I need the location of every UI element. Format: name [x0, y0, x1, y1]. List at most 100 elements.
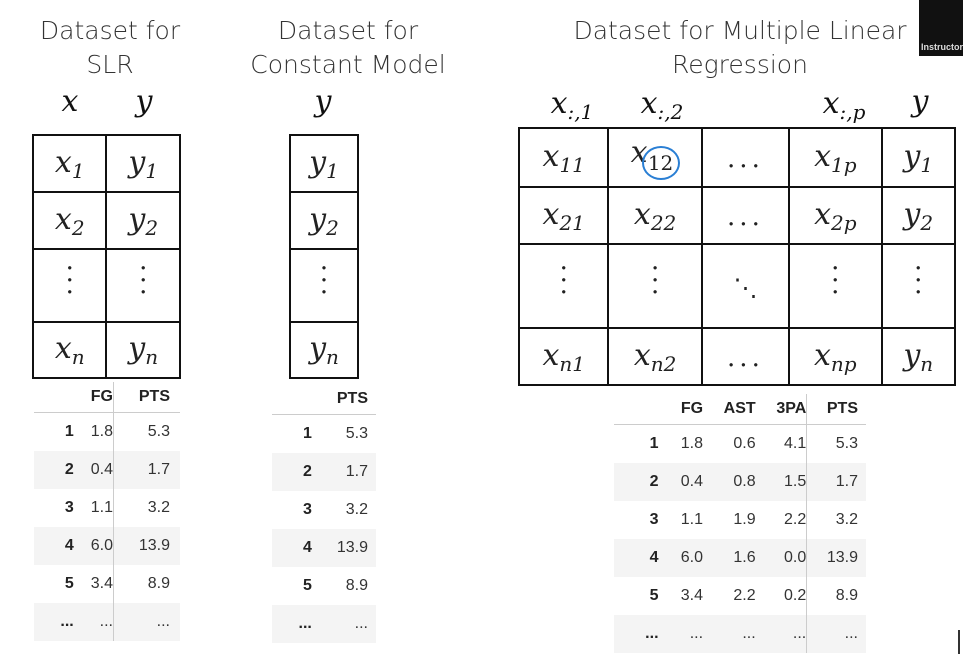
table-row: 2 0.4 1.7 [34, 451, 180, 489]
column-header: 3PA [755, 394, 807, 425]
mlr-cell-xnp: xnp [788, 327, 883, 386]
table-cell: ... [73, 603, 114, 641]
table-row: ... ... [272, 605, 376, 643]
table-cell: 3.2 [112, 489, 180, 527]
table-cell: 0.6 [733, 435, 756, 452]
mlr-x2-header: x:,2 [640, 86, 684, 124]
constant-math-table: y1 y2 ··· yn [289, 134, 359, 379]
table-row: 5 8.9 [272, 567, 376, 605]
mlr-data-table: FG AST 3PA PTS 1 1.8 0.6 4.1 5.3 2 0.4 0… [614, 394, 866, 653]
mlr-cell-hdots: ... [700, 327, 791, 386]
table-cell: 3.2 [806, 501, 866, 539]
table-cell: ... [112, 603, 180, 641]
table-row: 4 6.0 13.9 [34, 527, 180, 565]
mlr-x1-header: x:,1 [550, 86, 594, 124]
row-index: 5 [649, 587, 659, 604]
slr-cell-x2: x2 [31, 191, 108, 250]
slr-x-header: x [61, 84, 79, 119]
mlr-cell-x22: x22 [607, 186, 703, 245]
slr-y-header: y [135, 84, 153, 119]
mlr-cell-hdots: ... [700, 186, 791, 245]
table-row: 5 3.4 2.2 0.2 8.9 [614, 577, 866, 615]
table-row: 5 3.4 8.9 [34, 565, 180, 603]
mlr-cell-x12: x12 [607, 127, 703, 188]
column-header: PTS [112, 382, 180, 413]
table-row: 3 1.1 1.9 2.2 3.2 [614, 501, 866, 539]
table-cell: 13.9 [112, 527, 180, 565]
mlr-cell-hdots: ... [700, 127, 791, 188]
row-index: 2 [34, 451, 74, 489]
index-header [34, 382, 74, 413]
table-cell: ... [658, 615, 704, 653]
mlr-cell-y2: y2 [880, 186, 956, 245]
mlr-cell-x2p: x2p [788, 186, 883, 245]
row-index: 2 [614, 463, 659, 501]
constant-cell-y1: y1 [289, 134, 359, 193]
table-row: ... ... ... [34, 603, 180, 641]
row-index: ... [34, 603, 74, 641]
slr-title-line1: Dataset for [39, 16, 181, 45]
table-cell: 6.0 [658, 539, 704, 577]
slr-cell-vdots: ··· [105, 248, 181, 323]
table-cell: 8.9 [806, 577, 866, 615]
slr-title: Dataset for SLR [20, 14, 200, 82]
slr-cell-xn: xn [31, 321, 108, 379]
mlr-cell-y1: y1 [880, 127, 956, 188]
column-header: FG [73, 382, 114, 413]
column-header: PTS [311, 384, 376, 415]
mlr-cell-vdots: ··· [517, 243, 610, 329]
column-header: AST [703, 394, 756, 425]
slr-cell-yn: yn [105, 321, 181, 379]
table-cell: 1.8 [90, 423, 113, 440]
table-cell: 6.0 [73, 527, 114, 565]
table-cell: 1.7 [112, 451, 180, 489]
index-header [272, 384, 312, 415]
instructor-video-thumbnail[interactable]: Instructor [919, 0, 963, 56]
mlr-math-table: x11 x12 ... x1p y1 x21 x22 ... x2p y2 ··… [517, 127, 956, 386]
mlr-cell-xn1: xn1 [517, 327, 610, 386]
column-header: PTS [806, 394, 866, 425]
table-row: 2 1.7 [272, 453, 376, 491]
table-row: 1 5.3 [272, 415, 376, 454]
table-row: 3 3.2 [272, 491, 376, 529]
table-row: 3 1.1 3.2 [34, 489, 180, 527]
mlr-xp-header: x:,p [822, 86, 866, 124]
mlr-cell-x11: x11 [517, 127, 610, 188]
table-cell: 1.8 [680, 435, 704, 452]
mlr-y-header: y [911, 84, 929, 119]
table-cell: 1.9 [733, 511, 756, 528]
constant-cell-y2: y2 [289, 191, 359, 250]
table-cell: ... [703, 615, 756, 653]
table-cell: 3.4 [680, 587, 704, 604]
table-cell: 0.2 [784, 587, 807, 604]
table-row: 4 6.0 1.6 0.0 13.9 [614, 539, 866, 577]
row-index: 5 [64, 575, 74, 592]
mlr-cell-vdots: ··· [607, 243, 703, 329]
constant-title-line1: Dataset for [277, 16, 419, 45]
mlr-cell-yn: yn [880, 327, 956, 386]
table-row: 2 0.4 0.8 1.5 1.7 [614, 463, 866, 501]
slr-cell-vdots: ··· [31, 248, 108, 323]
table-cell: ... [755, 615, 807, 653]
constant-title-line2: Constant Model [250, 50, 446, 79]
table-cell: 5.3 [345, 425, 368, 442]
table-cell: 2.2 [784, 511, 807, 528]
mlr-cell-vdots: ··· [880, 243, 956, 329]
slr-cell-y2: y2 [105, 191, 181, 250]
mlr-title-line1: Dataset for Multiple Linear [573, 16, 907, 45]
annotation-circle: 12 [641, 146, 680, 180]
table-row: 4 13.9 [272, 529, 376, 567]
table-cell: 0.8 [703, 463, 756, 501]
index-header [614, 394, 659, 425]
table-cell: 1.6 [703, 539, 756, 577]
row-index: 4 [34, 527, 74, 565]
cursor-edge-mark [958, 630, 960, 654]
table-cell: 13.9 [311, 529, 376, 567]
constant-cell-vdots: ··· [289, 248, 359, 323]
table-cell: 5.3 [112, 412, 180, 451]
slr-cell-x1: x1 [31, 134, 108, 193]
table-cell: 4.1 [784, 435, 807, 452]
row-index: 3 [64, 499, 74, 516]
constant-title: Dataset for Constant Model [238, 14, 458, 82]
table-row: 1 1.8 0.6 4.1 5.3 [614, 424, 866, 463]
